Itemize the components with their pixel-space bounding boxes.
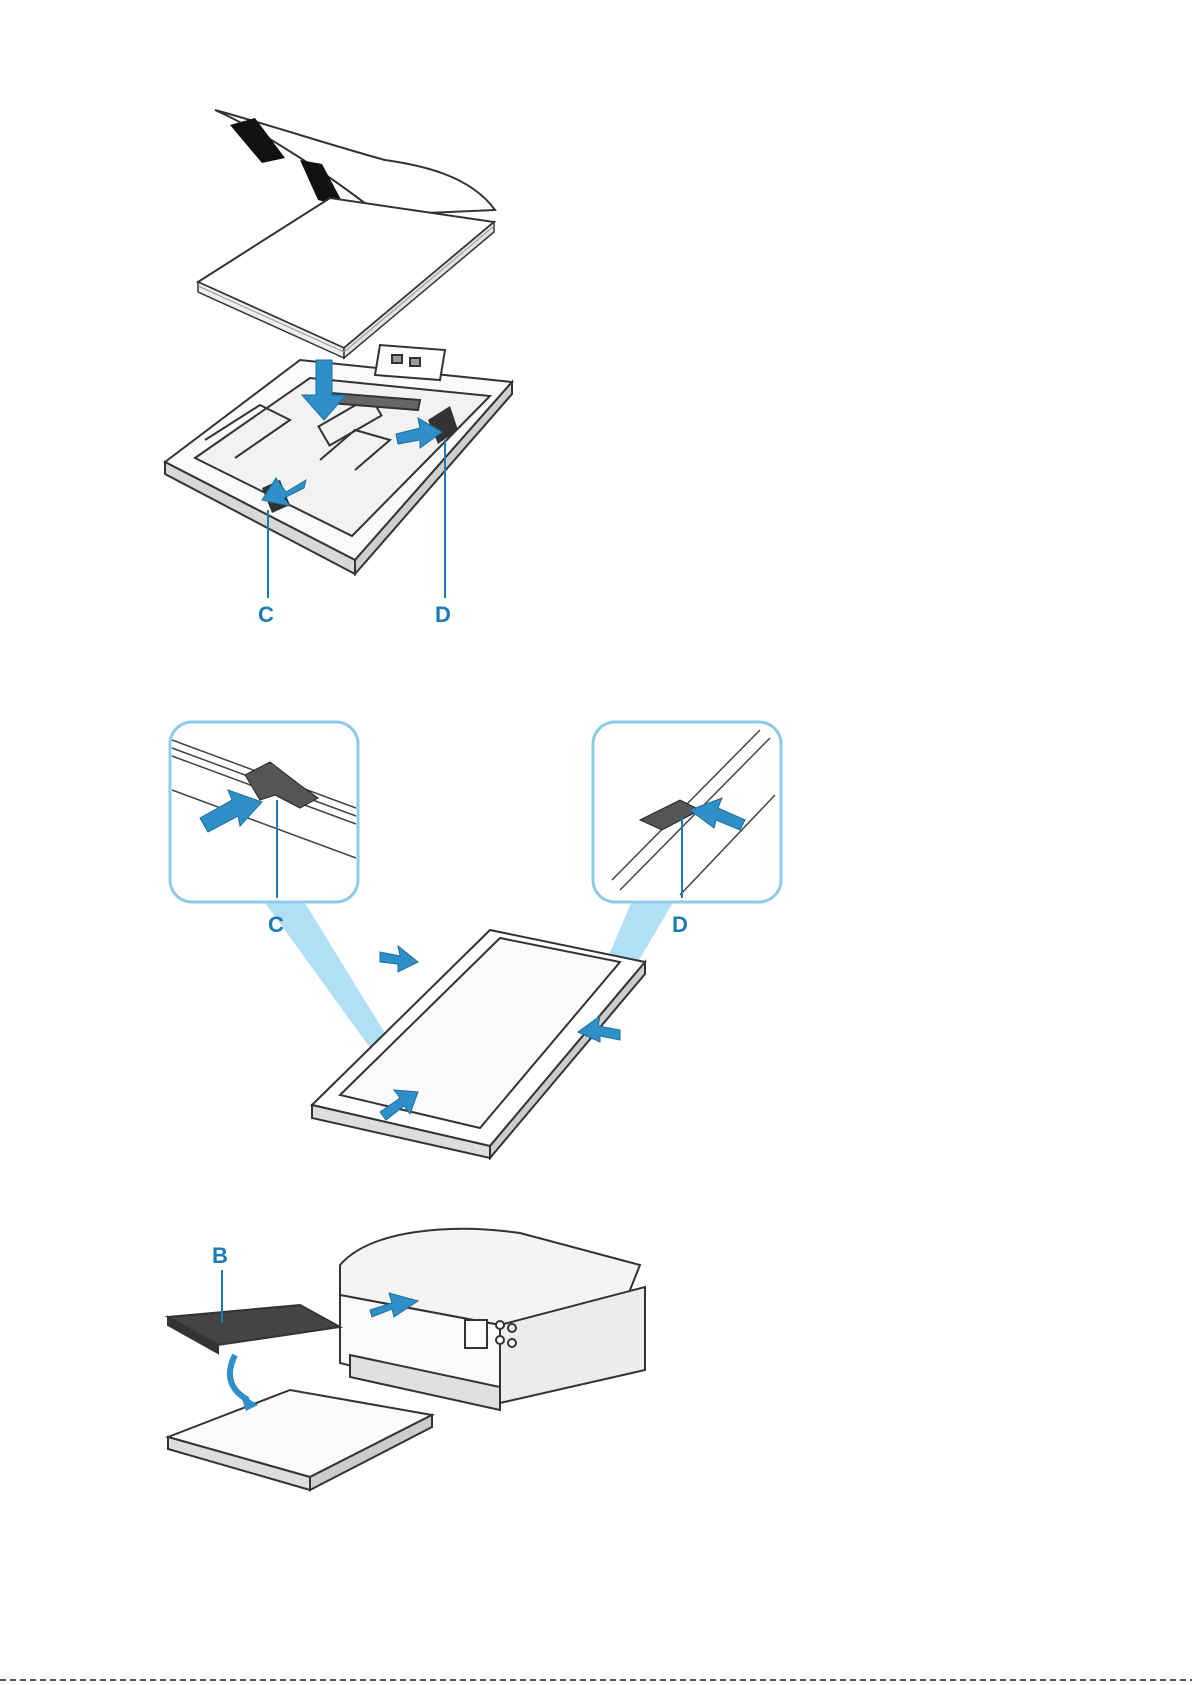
slide-guides-illustration: C D: [0, 700, 1192, 1160]
label-d: D: [435, 602, 451, 627]
load-paper-illustration: C D: [0, 0, 1192, 650]
printer: [340, 1229, 645, 1410]
cassette-with-paper: [312, 930, 645, 1158]
callout-guide-c: [170, 722, 358, 902]
page-bottom-rule: [0, 1676, 1192, 1685]
insert-cassette-illustration: B: [0, 1215, 1192, 1575]
label-c: C: [258, 602, 274, 627]
label-b: B: [212, 1243, 228, 1268]
fold-arrow-icon: [230, 1355, 258, 1411]
callout-guide-d: [593, 722, 781, 902]
paper-stack: [198, 198, 494, 358]
label-d: D: [672, 912, 688, 937]
label-c: C: [268, 912, 284, 937]
figure-slide-guides: C D: [0, 700, 1192, 1160]
figure-load-paper: C D: [0, 0, 1192, 650]
figure-insert-cassette: B: [0, 1215, 1192, 1575]
paper-cassette: [165, 345, 512, 574]
